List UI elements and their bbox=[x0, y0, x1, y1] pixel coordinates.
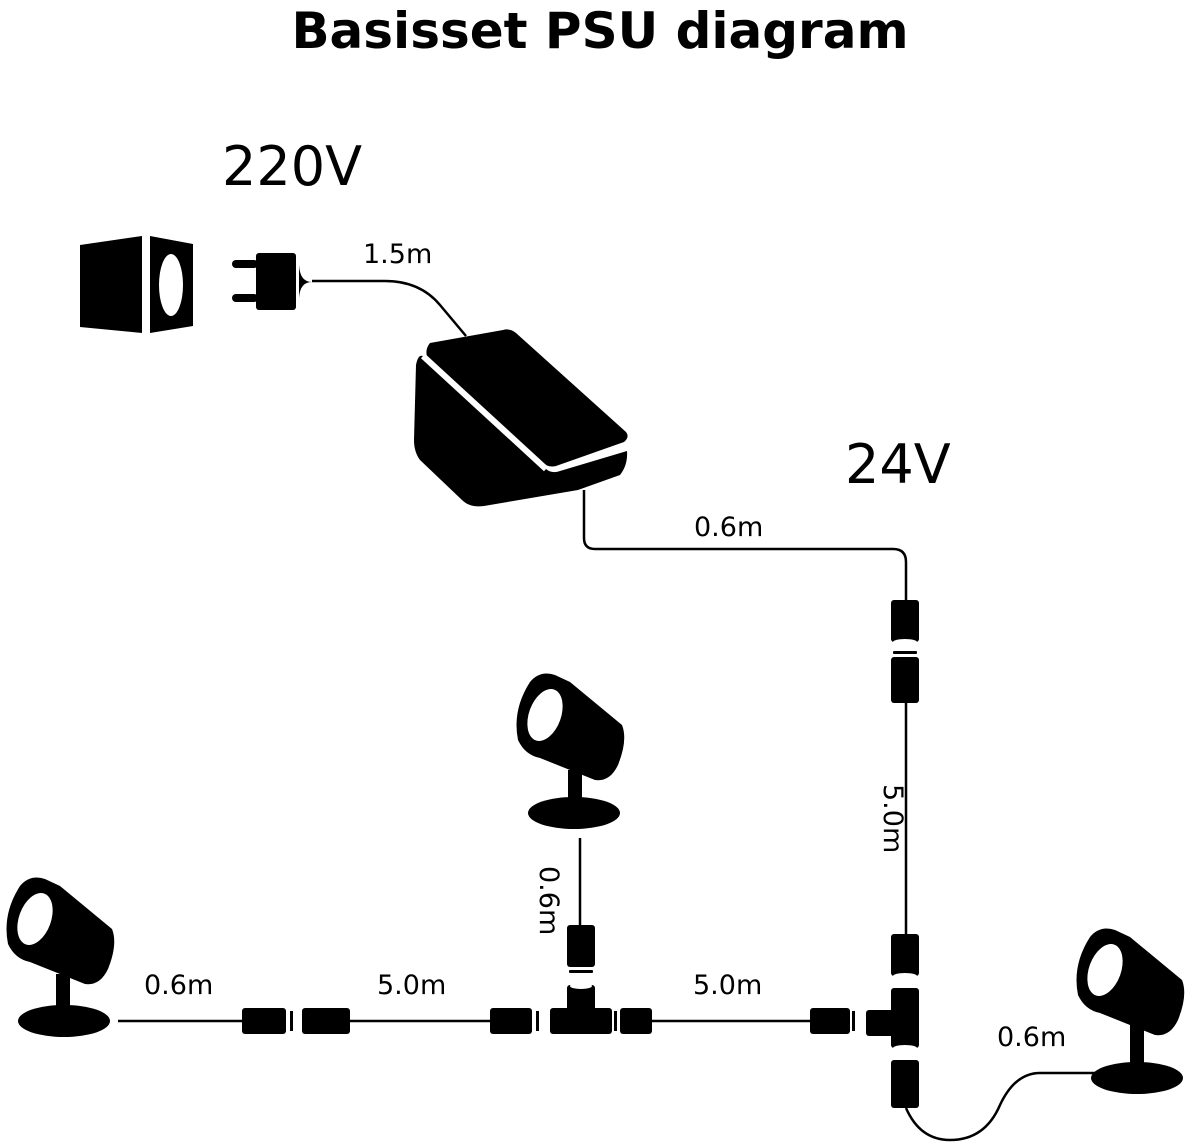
length-label-middle-ext: 5.0m bbox=[693, 970, 762, 1001]
length-label-psu-out: 0.6m bbox=[694, 512, 763, 543]
right-spot-cable bbox=[904, 1071, 1105, 1142]
connector-pair-mid-right bbox=[620, 1008, 855, 1034]
length-label-right-spot: 0.6m bbox=[997, 1022, 1066, 1053]
length-label-plug-psu: 1.5m bbox=[363, 239, 432, 270]
length-label-left-ext: 5.0m bbox=[377, 970, 446, 1001]
length-label-middle-spot: 0.6m bbox=[533, 866, 564, 935]
mains-cable bbox=[312, 279, 467, 337]
power-supply-unit-icon bbox=[414, 329, 628, 507]
diagram-title: Basisset PSU diagram bbox=[291, 2, 909, 60]
power-plug-icon bbox=[232, 253, 312, 310]
length-label-left-spot: 0.6m bbox=[144, 970, 213, 1001]
t-connector-right bbox=[866, 934, 919, 1108]
spotlight-middle-icon bbox=[516, 673, 625, 829]
spotlight-left-icon bbox=[6, 877, 115, 1037]
wall-socket-icon bbox=[80, 236, 193, 333]
output-voltage-label: 24V bbox=[845, 433, 951, 496]
mains-voltage-label: 220V bbox=[222, 135, 362, 198]
connector-pair-left bbox=[242, 1008, 350, 1034]
psu-output-cable bbox=[582, 490, 908, 600]
length-label-trunk: 5.0m bbox=[877, 784, 908, 853]
t-connector-middle bbox=[490, 925, 617, 1034]
connector-pair-top bbox=[891, 600, 919, 703]
spotlight-right-icon bbox=[1076, 928, 1185, 1094]
